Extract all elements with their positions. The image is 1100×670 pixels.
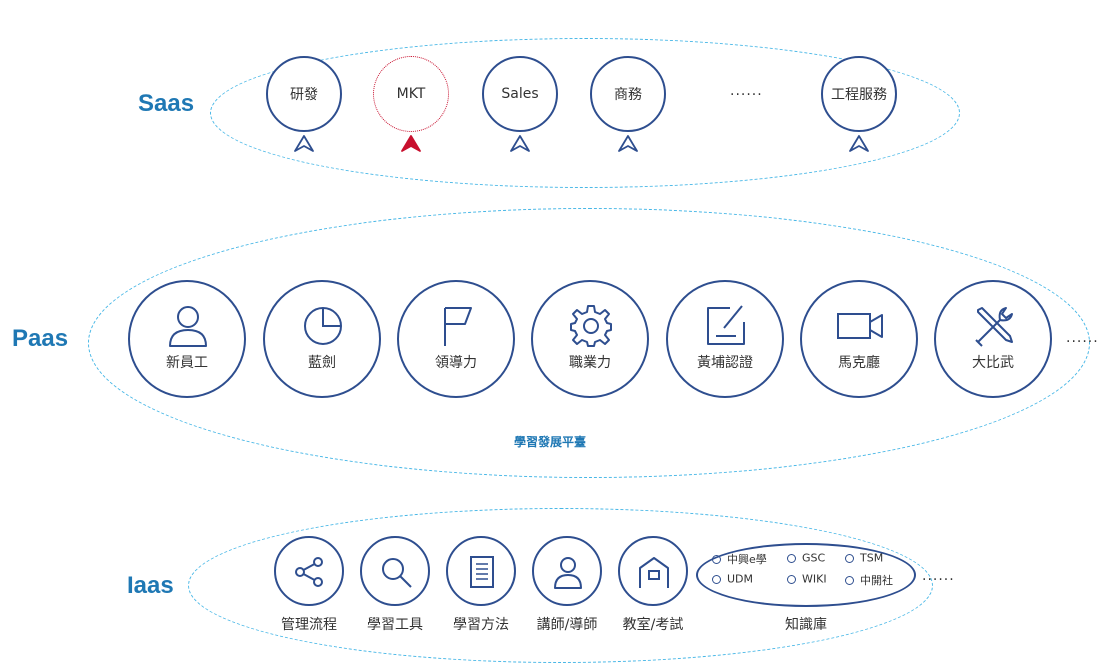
saas-node-rd[interactable]: 研發	[266, 56, 342, 132]
iaas-layer-label: Iaas	[127, 572, 174, 599]
iaas-oval	[188, 508, 933, 663]
iaas-node-classroom-exam[interactable]	[618, 536, 688, 606]
circle-bullet-icon	[845, 575, 854, 585]
circle-bullet-icon	[712, 554, 721, 564]
paas-ellipsis: ......	[1066, 330, 1099, 346]
kb-item[interactable]: 中興e學	[712, 551, 767, 567]
circle-bullet-icon	[845, 553, 854, 563]
video-camera-icon	[837, 313, 883, 339]
person-icon	[554, 557, 582, 589]
saas-node-sales[interactable]: Sales	[482, 56, 558, 132]
paas-node-leadership[interactable]: 領導力	[397, 280, 515, 398]
iaas-node-label: 講師/導師	[536, 617, 598, 633]
pie-chart-icon	[304, 307, 342, 345]
paas-oval	[88, 208, 1090, 478]
arrow-up-icon	[401, 135, 421, 152]
paas-node-competition[interactable]: 大比武	[934, 280, 1052, 398]
paas-node-label: 領導力	[435, 355, 477, 371]
flag-icon	[444, 307, 472, 346]
knowledge-base-oval[interactable]	[696, 543, 916, 607]
paas-node-label: 黃埔認證	[697, 355, 753, 371]
share-icon	[295, 557, 323, 587]
paas-node-blue-sword[interactable]: 藍劍	[263, 280, 381, 398]
iaas-node-lecturers-mentors[interactable]	[532, 536, 602, 606]
paas-node-label: 大比武	[972, 355, 1014, 371]
paas-node-label: 藍劍	[308, 355, 336, 371]
paas-node-label: 新員工	[166, 355, 208, 371]
circle-bullet-icon	[712, 574, 721, 584]
saas-node-mkt[interactable]: MKT	[373, 56, 449, 132]
arrow-up-icon	[849, 135, 869, 152]
saas-node-business[interactable]: 商務	[590, 56, 666, 132]
iaas-node-label: 教室/考試	[622, 617, 684, 633]
iaas-ellipsis: ......	[922, 568, 955, 584]
paas-node-professional-ability[interactable]: 職業力	[531, 280, 649, 398]
arrow-up-icon	[294, 135, 314, 152]
iaas-node-learning-tools[interactable]	[360, 536, 430, 606]
search-icon	[382, 558, 412, 588]
gear-icon	[570, 305, 612, 347]
person-icon	[169, 306, 207, 347]
document-icon	[470, 556, 494, 588]
saas-layer-label: Saas	[138, 90, 195, 117]
kb-item[interactable]: GSC	[787, 551, 825, 565]
circle-bullet-icon	[787, 574, 796, 584]
paas-node-new-employee[interactable]: 新員工	[128, 280, 246, 398]
saas-oval	[210, 38, 960, 188]
iaas-node-management-process[interactable]	[274, 536, 344, 606]
paas-node-label: 職業力	[569, 355, 611, 371]
kb-item[interactable]: UDM	[712, 572, 753, 586]
iaas-node-label: 學習方法	[453, 617, 509, 633]
platform-caption: 學習發展平臺	[513, 435, 586, 449]
saas-ellipsis: ......	[730, 83, 763, 99]
arrow-up-icon	[510, 135, 530, 152]
house-icon	[639, 557, 669, 588]
kb-item[interactable]: 中開社	[845, 572, 893, 588]
iaas-node-learning-methods[interactable]	[446, 536, 516, 606]
iaas-node-label: 學習工具	[367, 617, 423, 633]
paas-node-whampoa-cert[interactable]: 黃埔認證	[666, 280, 784, 398]
paas-layer-label: Paas	[12, 325, 69, 352]
paas-node-label: 馬克廳	[838, 355, 880, 371]
kb-item[interactable]: WIKI	[787, 572, 827, 586]
kb-item[interactable]: TSM	[845, 551, 883, 565]
iaas-node-label: 管理流程	[281, 617, 337, 633]
edit-square-icon	[707, 305, 745, 345]
arrow-up-icon	[618, 135, 638, 152]
tools-icon	[975, 307, 1013, 347]
knowledge-base-label: 知識庫	[785, 617, 827, 633]
saas-node-engineering-service[interactable]: 工程服務	[821, 56, 897, 132]
circle-bullet-icon	[787, 553, 796, 563]
paas-node-mark-hall[interactable]: 馬克廳	[800, 280, 918, 398]
